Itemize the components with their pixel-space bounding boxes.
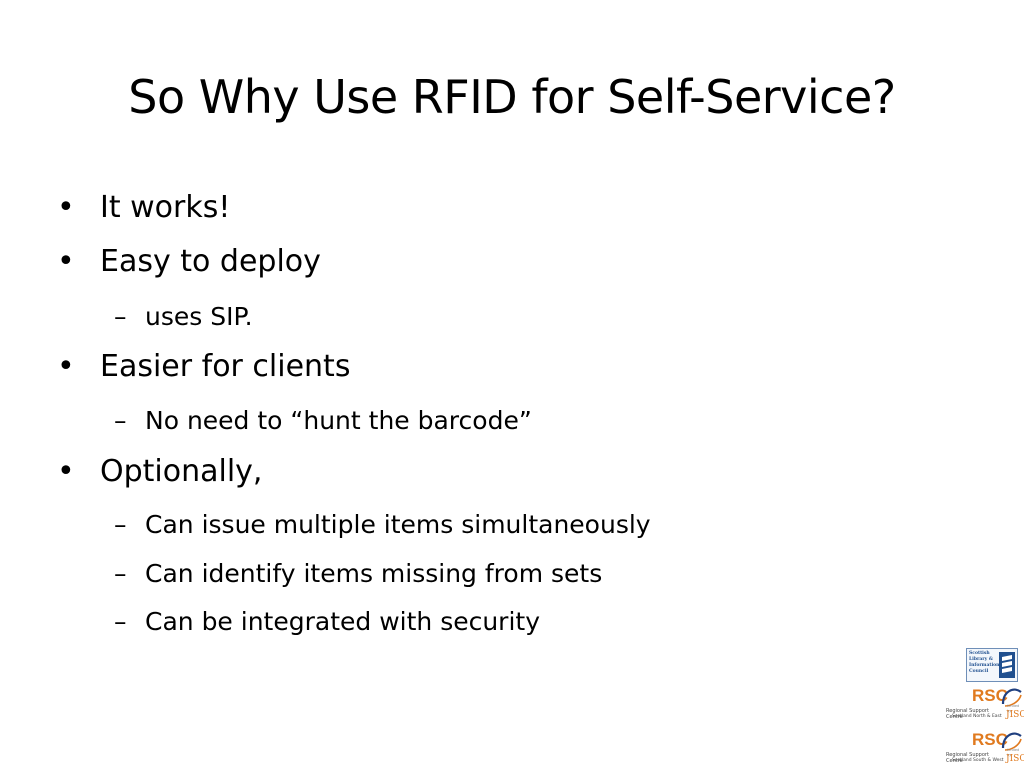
rsc-subtitle: Regional Support Centre: [946, 752, 989, 764]
rsc-letters: RSC: [972, 730, 1008, 749]
bullet-item: • Optionally,: [57, 452, 262, 492]
rsc-region: Scotland North & East: [952, 714, 1002, 719]
bullet-item: • Easy to deploy: [57, 242, 321, 282]
sub-bullet-text: Can issue multiple items simultaneously: [145, 510, 651, 539]
sub-bullet-item: –Can issue multiple items simultaneously: [114, 508, 651, 542]
bullet-text: It works!: [100, 190, 231, 225]
sub-bullet-item: –Can be integrated with security: [114, 605, 540, 639]
bullet-marker: •: [57, 190, 75, 225]
rsc-letters: RSC: [972, 686, 1008, 705]
rsc-region: Scotland South & West: [952, 758, 1004, 763]
rsc-north-east-logo: RSC Regional Support Centre Scotland Nor…: [946, 686, 1024, 728]
jisc-tag: funded by: [1007, 748, 1020, 757]
sub-bullet-text: uses SIP.: [145, 302, 253, 331]
sub-bullet-item: –uses SIP.: [114, 300, 253, 334]
bullet-text: Optionally,: [100, 454, 263, 489]
sub-bullet-item: –No need to “hunt the barcode”: [114, 404, 532, 438]
rsc-south-west-logo: RSC Regional Support Centre Scotland Sou…: [946, 730, 1024, 768]
bullet-marker: •: [57, 454, 75, 489]
slic-book-icon: [999, 652, 1015, 678]
jisc-logo: JISC: [1006, 710, 1024, 720]
sub-bullet-marker: –: [114, 406, 127, 435]
sub-bullet-marker: –: [114, 559, 127, 588]
sub-bullet-item: –Can identify items missing from sets: [114, 557, 602, 591]
bullet-marker: •: [57, 349, 75, 384]
sub-bullet-marker: –: [114, 302, 127, 331]
slic-logo-text: Scottish Library & Information Council: [969, 651, 1000, 674]
bullet-text: Easier for clients: [100, 349, 351, 384]
sub-bullet-text: Can be integrated with security: [145, 607, 541, 636]
sub-bullet-marker: –: [114, 607, 127, 636]
logo-stack: Scottish Library & Information Council R…: [944, 648, 1024, 768]
bullet-item: • It works!: [57, 188, 230, 228]
rsc-subtitle: Regional Support Centre: [946, 708, 989, 720]
rsc-swoosh-icon: [1001, 688, 1022, 707]
bullet-item: • Easier for clients: [57, 347, 350, 387]
slic-logo: Scottish Library & Information Council: [966, 648, 1018, 682]
sub-bullet-text: Can identify items missing from sets: [145, 559, 603, 588]
jisc-logo: JISC: [1006, 754, 1024, 764]
jisc-tag: funded by: [1007, 704, 1020, 713]
bullet-text: Easy to deploy: [100, 244, 321, 279]
rsc-swoosh-icon: [1001, 732, 1022, 751]
slide-title: So Why Use RFID for Self-Service?: [128, 70, 896, 124]
bullet-marker: •: [57, 244, 75, 279]
sub-bullet-text: No need to “hunt the barcode”: [145, 406, 532, 435]
sub-bullet-marker: –: [114, 510, 127, 539]
